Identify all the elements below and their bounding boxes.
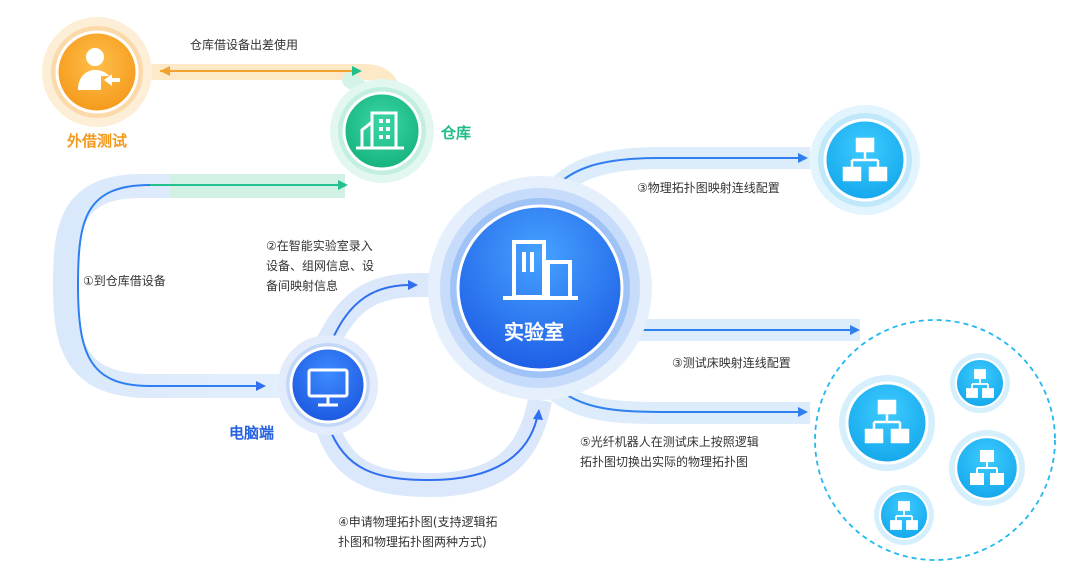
node-lab (428, 176, 652, 400)
label-step5: ⑤光纤机器人在测试床上按照逻辑 拓扑图切换出实际的物理拓扑图 (580, 435, 759, 469)
testbed-cluster (814, 319, 1056, 561)
node-topology-physical (810, 105, 920, 215)
user-arrow-icon (78, 48, 120, 90)
arrowhead-left (160, 66, 170, 76)
node-title-pc: 电脑端 (229, 424, 275, 442)
arrowhead-right (798, 153, 808, 163)
node-warehouse (330, 79, 434, 183)
arrowhead-right (798, 407, 808, 417)
network-topology-icon (970, 450, 1004, 485)
network-topology-icon (966, 369, 994, 398)
node-title-external-test: 外借测试 (67, 132, 128, 150)
window-dots (379, 119, 390, 139)
network-topology-icon (864, 399, 910, 444)
node-topology-small-3 (874, 485, 934, 545)
node-topology-small-2 (949, 430, 1025, 506)
node-title-lab: 实验室 (504, 320, 564, 344)
network-topology-icon (842, 137, 888, 182)
node-topology-small-1 (950, 353, 1010, 413)
window-bars (522, 252, 534, 272)
node-pc (278, 335, 378, 435)
arrowhead-right (408, 280, 418, 290)
monitor-icon (307, 368, 349, 407)
label-step1: ①到仓库借设备 (83, 274, 166, 288)
office-building-icon (503, 240, 578, 300)
label-step3-testbed: ③测试床映射连线配置 (672, 356, 791, 370)
building-icon (356, 111, 404, 150)
node-topology-large (839, 375, 935, 471)
label-step2: ②在智能实验室录入 设备、组网信息、设 备间映射信息 (266, 239, 375, 293)
arrowhead-right (338, 180, 348, 190)
arrowhead-right (850, 325, 860, 335)
arrowhead-right (352, 66, 362, 76)
node-title-warehouse: 仓库 (441, 124, 472, 142)
arrowhead-up (533, 409, 543, 420)
network-topology-icon (890, 501, 918, 530)
node-external-test (42, 17, 152, 127)
label-step3-physical: ③物理拓扑图映射连线配置 (637, 181, 780, 195)
label-borrow-for-trip: 仓库借设备出差使用 (190, 38, 299, 52)
arrowhead-right (256, 381, 266, 391)
label-step4: ④申请物理拓扑图(支持逻辑拓 扑图和物理拓扑图两种方式) (338, 515, 498, 549)
